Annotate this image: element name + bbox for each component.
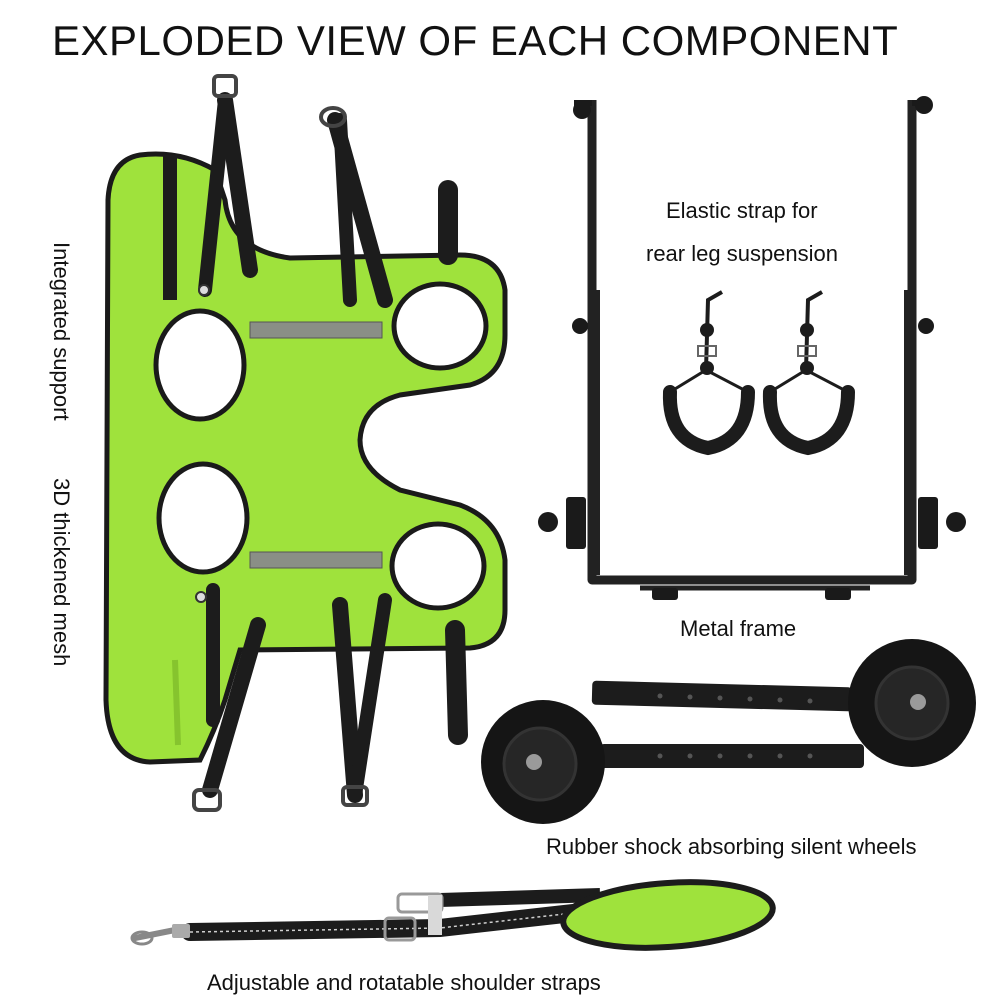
wheel	[848, 639, 976, 767]
rear-leg-straps	[662, 290, 855, 456]
wheel-axle-bar	[600, 744, 864, 768]
shoulder-strap	[130, 879, 776, 951]
page-title: EXPLODED VIEW OF EACH COMPONENT	[52, 17, 899, 64]
wheel-assembly	[481, 639, 976, 824]
elastic-strap-label-line1: Elastic strap for	[666, 198, 818, 223]
wheels-label: Rubber shock absorbing silent wheels	[546, 834, 917, 859]
metal-frame-label: Metal frame	[680, 616, 797, 641]
reflective-stripe	[249, 321, 383, 339]
shoulder-straps-label: Adjustable and rotatable shoulder straps	[207, 970, 601, 995]
metal-frame	[587, 100, 917, 591]
elastic-strap-label-line2: rear leg suspension	[646, 241, 839, 266]
harness-vest	[103, 74, 508, 812]
vest-leg-hole	[156, 461, 250, 575]
vest-strap	[198, 92, 468, 803]
wheel	[481, 700, 605, 824]
frame-knobs	[538, 96, 966, 600]
vest-leg-hole	[389, 521, 487, 611]
vest-leg-hole	[391, 281, 489, 371]
shoulder-pad	[560, 879, 776, 951]
vest-leg-hole	[153, 308, 247, 422]
wheel-axle-bar	[591, 680, 853, 712]
reflective-stripe	[249, 551, 383, 569]
